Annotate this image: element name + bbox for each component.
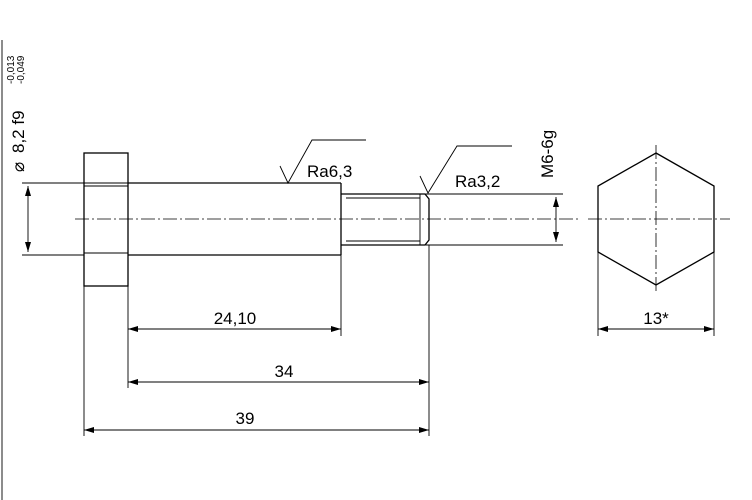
bolt-thread (341, 193, 430, 246)
diameter-dimension: ⌀ 8,2 f9 -0,013 -0,049 (6, 55, 128, 256)
body-length-label: 34 (275, 362, 294, 381)
hex-end-view (588, 145, 730, 293)
roughness-shank-label: Ra6,3 (307, 162, 352, 181)
shank-length-label: 24,10 (214, 309, 257, 328)
thread-spec-label: M6-6g (538, 130, 557, 178)
diameter-value: 8,2 f9 (9, 110, 28, 153)
shank-length-dimension: 24,10 (128, 309, 341, 332)
body-length-dimension: 34 (128, 362, 429, 385)
roughness-thread-symbol: Ra3,2 (419, 145, 512, 194)
hex-size-label: 13* (643, 309, 669, 328)
total-length-dimension: 39 (84, 409, 429, 433)
roughness-thread-label: Ra3,2 (455, 172, 500, 191)
bolt-head (83, 152, 129, 287)
roughness-shank-symbol: Ra6,3 (279, 139, 366, 184)
total-length-label: 39 (236, 409, 255, 428)
hex-size-dimension: 13* (597, 252, 715, 336)
thread-dimension: M6-6g (425, 130, 563, 246)
tolerance-lower: -0,049 (16, 55, 27, 84)
diameter-label: ⌀ 8,2 f9 (9, 110, 28, 172)
tolerance-upper: -0,013 (6, 55, 17, 84)
bolt-shank (128, 182, 342, 256)
diameter-symbol: ⌀ (9, 162, 28, 172)
